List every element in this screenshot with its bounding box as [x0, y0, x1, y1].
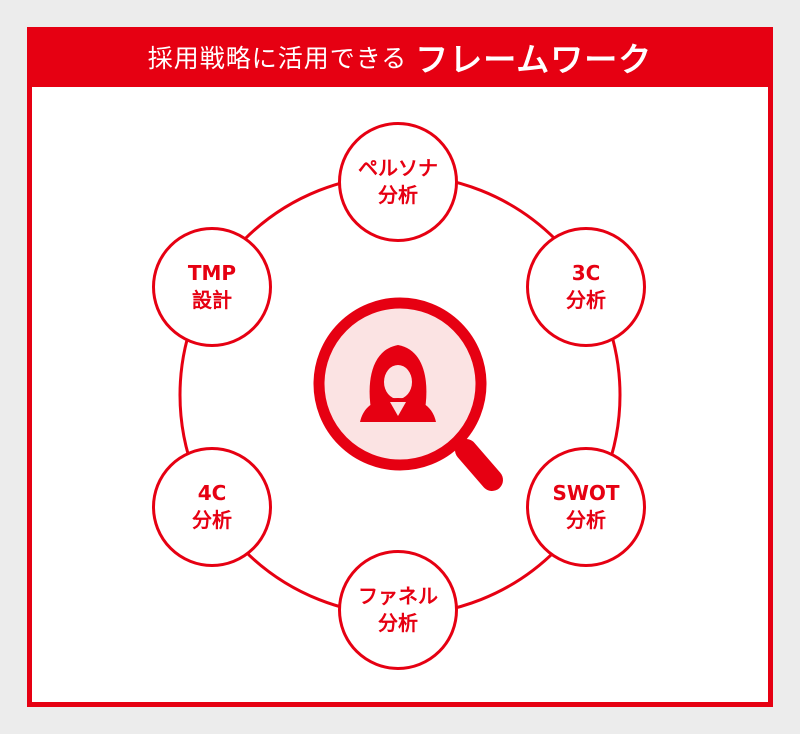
node-label-line2: 分析: [566, 508, 606, 532]
node-label-line2: 分析: [378, 611, 418, 635]
node-tmp-design: TMP 設計: [152, 227, 272, 347]
title-bar: 採用戦略に活用できる フレームワーク: [27, 27, 773, 87]
node-label-line1: ペルソナ: [358, 156, 438, 180]
node-label-line2: 設計: [192, 288, 232, 312]
node-funnel-analysis: ファネル 分析: [338, 550, 458, 670]
node-label-line1: ファネル: [358, 584, 438, 608]
node-3c-analysis: 3C 分析: [526, 227, 646, 347]
node-label-line1: 4C: [197, 481, 227, 505]
node-label-line1: SWOT: [552, 481, 620, 505]
magnifier-handle: [455, 439, 503, 491]
node-label-line2: 分析: [566, 288, 606, 312]
node-4c-analysis: 4C 分析: [152, 447, 272, 567]
node-label-line2: 分析: [378, 183, 418, 207]
node-label-line1: 3C: [571, 261, 601, 285]
title-main: 採用戦略に活用できる: [147, 44, 408, 73]
node-persona-analysis: ペルソナ 分析: [338, 122, 458, 242]
node-swot-analysis: SWOT 分析: [526, 447, 646, 567]
node-label-line2: 分析: [192, 508, 232, 532]
title-emphasis: フレームワーク: [415, 40, 653, 79]
person-icon: [360, 345, 436, 422]
node-label-line1: TMP: [187, 261, 237, 285]
magnifier-person-icon: [313, 297, 503, 491]
